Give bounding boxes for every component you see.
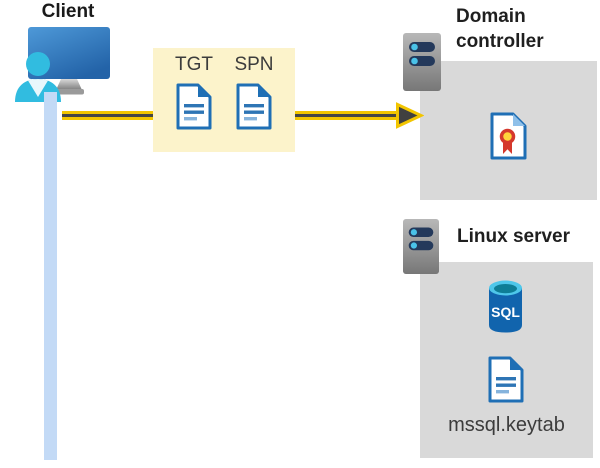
client-connector-line	[44, 92, 57, 460]
linux-server-label: Linux server	[457, 226, 570, 247]
client-label: Client	[41, 1, 95, 22]
spn-document-icon	[236, 83, 272, 130]
domain-controller-label: Domain controller	[456, 6, 544, 52]
spn-label: SPN	[234, 54, 274, 75]
spn-ticket: SPN	[232, 48, 276, 152]
keytab-document-icon	[488, 356, 524, 403]
tgt-document-icon	[176, 83, 212, 130]
client-user-icon	[15, 52, 61, 102]
auth-arrow-head-icon	[396, 102, 424, 129]
keytab-label: mssql.keytab	[448, 414, 565, 436]
sql-database-icon: SQL	[489, 280, 522, 333]
tgt-ticket: TGT	[172, 48, 216, 152]
linux-server-icon	[403, 219, 439, 274]
sql-label: SQL	[491, 304, 520, 320]
certificate-icon	[490, 112, 527, 160]
domain-controller-server-icon	[403, 33, 441, 91]
tgt-label: TGT	[175, 54, 213, 75]
ticket-box: TGT SPN	[153, 48, 295, 152]
